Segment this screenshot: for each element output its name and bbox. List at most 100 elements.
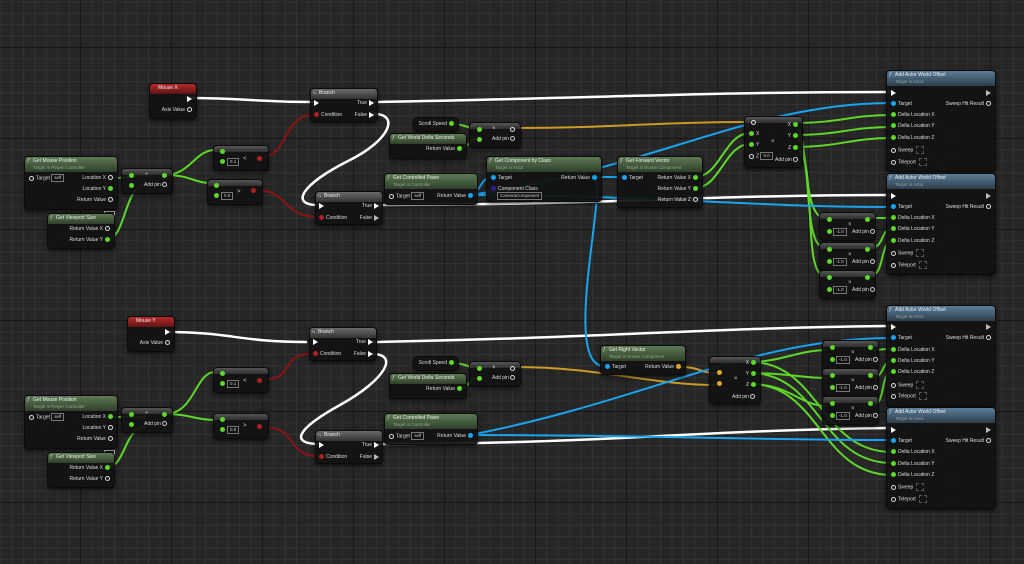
teleport-pin[interactable]: Teleport bbox=[889, 392, 927, 400]
input-b-pin[interactable] bbox=[129, 422, 134, 427]
output-pin[interactable] bbox=[865, 247, 870, 252]
true-pin[interactable]: True bbox=[357, 99, 376, 107]
delta-location-z-pin[interactable]: Delta Location Z bbox=[889, 237, 934, 245]
sweep-pin[interactable]: Sweep bbox=[889, 381, 925, 389]
input-a-pin[interactable] bbox=[220, 149, 225, 154]
z-input-pin[interactable]: Z 0.0 bbox=[747, 152, 773, 160]
teleport-checkbox[interactable] bbox=[918, 261, 927, 269]
multiplier-field[interactable]: -1.0 bbox=[833, 258, 847, 266]
input-b-pin[interactable] bbox=[477, 137, 482, 142]
add-pin-button[interactable]: Add pin bbox=[855, 385, 878, 391]
mouse-y-event-node[interactable]: Mouse Y Axis Value bbox=[127, 316, 175, 352]
add-pin-button[interactable]: Add pin bbox=[855, 357, 878, 363]
multiply-vector-node[interactable]: X Y Z 0.0 × X Y Z Add pin bbox=[744, 116, 803, 168]
condition-pin[interactable]: Condition bbox=[317, 214, 347, 222]
input-a-pin[interactable] bbox=[827, 275, 832, 280]
less-than-node[interactable]: 0.1 < bbox=[213, 145, 269, 171]
z-output-pin[interactable]: Z bbox=[788, 144, 800, 152]
axis-value-pin[interactable]: Axis Value bbox=[140, 339, 172, 347]
target-pin[interactable]: Target bbox=[603, 363, 626, 371]
z-output-pin[interactable]: Z bbox=[746, 381, 758, 389]
delta-location-y-pin[interactable]: Delta Location Y bbox=[889, 225, 935, 233]
add-pin-button[interactable]: Add pin bbox=[852, 229, 875, 235]
exec-out-pin[interactable] bbox=[185, 95, 194, 103]
sweep-checkbox[interactable] bbox=[916, 483, 925, 491]
delta-location-z-pin[interactable]: Delta Location Z bbox=[889, 368, 934, 376]
branch-node[interactable]: ⤷Branch True Condition False bbox=[310, 88, 378, 122]
input-a-pin[interactable] bbox=[129, 412, 134, 417]
input-b-pin[interactable] bbox=[827, 229, 832, 234]
x-input-pin[interactable]: X bbox=[747, 130, 759, 138]
multiplier-field[interactable]: -1.0 bbox=[833, 286, 847, 294]
vector-input-pin[interactable] bbox=[751, 120, 756, 125]
return-value-x-pin[interactable]: Return Value X bbox=[657, 174, 700, 182]
return-value-y-pin[interactable]: Return Value Y bbox=[70, 475, 112, 483]
input-b-pin[interactable] bbox=[830, 385, 835, 390]
return-value-pin[interactable]: Return Value bbox=[561, 174, 599, 182]
return-value-y-pin[interactable]: Return Value Y bbox=[70, 236, 112, 244]
true-pin[interactable]: True bbox=[362, 441, 381, 449]
negate-multiply-node[interactable]: -1.0 × Add pin bbox=[822, 340, 879, 369]
add-pin-button[interactable]: Add pin bbox=[492, 375, 515, 381]
threshold-field[interactable]: 0.1 bbox=[227, 380, 240, 388]
input-a-pin[interactable] bbox=[214, 183, 219, 188]
add-pin-button[interactable]: Add pin bbox=[855, 413, 878, 419]
negate-multiply-node[interactable]: -1.0 × Add pin bbox=[819, 212, 876, 241]
target-pin[interactable]: Target bbox=[889, 334, 912, 342]
output-pin[interactable] bbox=[162, 412, 167, 417]
return-value-pin[interactable]: Return Value bbox=[77, 435, 115, 443]
y-output-pin[interactable]: Y bbox=[788, 132, 800, 140]
teleport-pin[interactable]: Teleport bbox=[889, 495, 927, 503]
true-pin[interactable]: True bbox=[356, 338, 375, 346]
multiplier-field[interactable]: -1.0 bbox=[836, 356, 850, 364]
input-a-pin[interactable] bbox=[220, 417, 225, 422]
vector-input-pin[interactable] bbox=[717, 381, 722, 386]
input-b-pin[interactable] bbox=[827, 259, 832, 264]
multiplier-field[interactable]: -1.0 bbox=[833, 228, 847, 236]
location-x-pin[interactable]: Location X bbox=[82, 174, 115, 182]
target-pin[interactable]: Target self bbox=[387, 432, 425, 440]
delta-location-x-pin[interactable]: Delta Location X bbox=[889, 448, 935, 456]
false-pin[interactable]: False bbox=[360, 214, 381, 222]
scroll-speed-variable-node[interactable]: Scroll Speed bbox=[413, 356, 459, 371]
location-y-pin[interactable]: Location Y bbox=[82, 424, 115, 432]
input-b-pin[interactable] bbox=[220, 381, 225, 386]
exec-out-pin[interactable] bbox=[984, 426, 993, 434]
input-b-pin[interactable] bbox=[477, 376, 482, 381]
target-pin[interactable]: Target self bbox=[27, 413, 65, 421]
bool-output-pin[interactable] bbox=[257, 378, 262, 383]
false-pin[interactable]: False bbox=[360, 453, 381, 461]
input-b-pin[interactable] bbox=[830, 413, 835, 418]
delta-location-x-pin[interactable]: Delta Location X bbox=[889, 346, 935, 354]
axis-value-pin[interactable]: Axis Value bbox=[162, 106, 194, 114]
input-a-pin[interactable] bbox=[477, 127, 482, 132]
threshold-field[interactable]: 0.1 bbox=[227, 158, 240, 166]
return-value-pin[interactable]: Return Value bbox=[437, 192, 475, 200]
x-output-pin[interactable]: X bbox=[746, 359, 758, 367]
exec-in-pin[interactable] bbox=[889, 89, 898, 97]
output-pin[interactable] bbox=[868, 401, 873, 406]
exec-in-pin[interactable] bbox=[889, 426, 898, 434]
teleport-checkbox[interactable] bbox=[918, 392, 927, 400]
output-pin[interactable] bbox=[868, 373, 873, 378]
return-value-x-pin[interactable]: Return Value X bbox=[69, 464, 112, 472]
output-pin[interactable] bbox=[510, 366, 515, 371]
input-a-pin[interactable] bbox=[830, 345, 835, 350]
scroll-speed-pin[interactable]: Scroll Speed bbox=[419, 359, 456, 367]
input-b-pin[interactable] bbox=[214, 193, 219, 198]
location-y-pin[interactable]: Location Y bbox=[82, 185, 115, 193]
input-a-pin[interactable] bbox=[827, 217, 832, 222]
scroll-speed-pin[interactable]: Scroll Speed bbox=[419, 120, 456, 128]
delta-location-x-pin[interactable]: Delta Location X bbox=[889, 111, 935, 119]
return-value-z-pin[interactable]: Return Value Z bbox=[658, 196, 700, 204]
input-a-pin[interactable] bbox=[830, 373, 835, 378]
output-pin[interactable] bbox=[865, 275, 870, 280]
delta-location-x-pin[interactable]: Delta Location X bbox=[889, 214, 935, 222]
condition-pin[interactable]: Condition bbox=[311, 350, 341, 358]
